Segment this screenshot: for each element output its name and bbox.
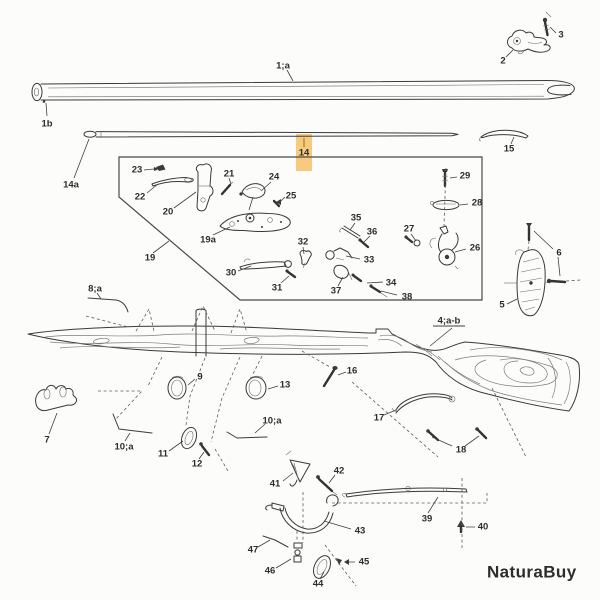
part-label-22: 22 — [135, 192, 146, 203]
part-label-21: 21 — [224, 169, 235, 180]
part-label-4-a-b: 4;a-b — [438, 316, 461, 327]
spring-15-part — [479, 129, 529, 142]
part-label-17: 17 — [374, 413, 385, 424]
part-label-5: 5 — [499, 300, 505, 311]
part-label-10-a: 10;a — [262, 416, 282, 427]
part-label-13: 13 — [280, 380, 291, 391]
part-label-20: 20 — [163, 207, 174, 218]
part-label-31: 31 — [272, 283, 283, 294]
part-label-8-a: 8;a — [88, 284, 102, 295]
ramrod-part — [83, 130, 459, 138]
part-label-38: 38 — [402, 292, 413, 303]
part-label-7: 7 — [44, 435, 49, 446]
part-label-6: 6 — [556, 248, 561, 259]
part-label-23: 23 — [132, 165, 143, 176]
small-parts-left — [35, 297, 268, 457]
part-label-15: 15 — [504, 144, 515, 155]
part-label-44: 44 — [313, 579, 324, 590]
part-label-40: 40 — [478, 522, 489, 533]
assembly-dashed-lines — [85, 167, 582, 587]
part-label-12: 12 — [192, 459, 203, 470]
hammer-cock-part — [507, 29, 551, 55]
mid-parts — [322, 366, 488, 442]
part-label-47: 47 — [248, 545, 259, 556]
part-label-2: 2 — [500, 56, 505, 67]
part-label-43: 43 — [355, 526, 366, 537]
lock-assembly-box — [118, 156, 483, 301]
part-label-45: 45 — [359, 557, 370, 568]
part-label-3: 3 — [558, 30, 563, 41]
part-label-19a: 19a — [200, 235, 217, 246]
part-label-9: 9 — [197, 372, 202, 383]
bottom-parts — [262, 450, 468, 579]
hammer-screw-part — [542, 11, 552, 37]
part-label-35: 35 — [351, 213, 362, 224]
part-label-24: 24 — [269, 172, 280, 183]
part-label-16: 16 — [347, 366, 358, 377]
part-label-14: 14 — [299, 148, 310, 159]
highlight-marker-14 — [296, 134, 312, 171]
part-label-29: 29 — [460, 171, 471, 182]
part-label-25: 25 — [286, 191, 297, 202]
part-label-26: 26 — [470, 243, 481, 254]
part-label-42: 42 — [334, 466, 345, 477]
part-label-30: 30 — [226, 268, 237, 279]
part-label-37: 37 — [331, 286, 342, 297]
part-label-11: 11 — [158, 449, 169, 460]
stock-part — [27, 308, 580, 412]
part-label-41: 41 — [270, 479, 281, 490]
leader-lines — [45, 26, 561, 580]
part-label-19: 19 — [145, 253, 156, 264]
part-label-18: 18 — [456, 445, 467, 456]
part-label-1-a: 1;a — [276, 61, 290, 72]
part-label-46: 46 — [265, 566, 276, 577]
naturabuy-watermark: NaturaBuy — [487, 563, 577, 582]
part-label-32: 32 — [298, 237, 309, 248]
part-label-1b: 1b — [41, 119, 52, 130]
part-label-33: 33 — [364, 255, 375, 266]
barrel-part — [31, 80, 575, 103]
buttplate-part — [504, 223, 567, 317]
lock-parts — [151, 163, 460, 298]
part-label-34: 34 — [386, 278, 397, 289]
part-label-28: 28 — [472, 198, 483, 209]
part-label-14a: 14a — [63, 180, 80, 191]
part-label-36: 36 — [367, 227, 378, 238]
part-label-27: 27 — [404, 224, 415, 235]
part-label-10-a: 10;a — [114, 442, 134, 453]
part-label-39: 39 — [422, 514, 433, 525]
